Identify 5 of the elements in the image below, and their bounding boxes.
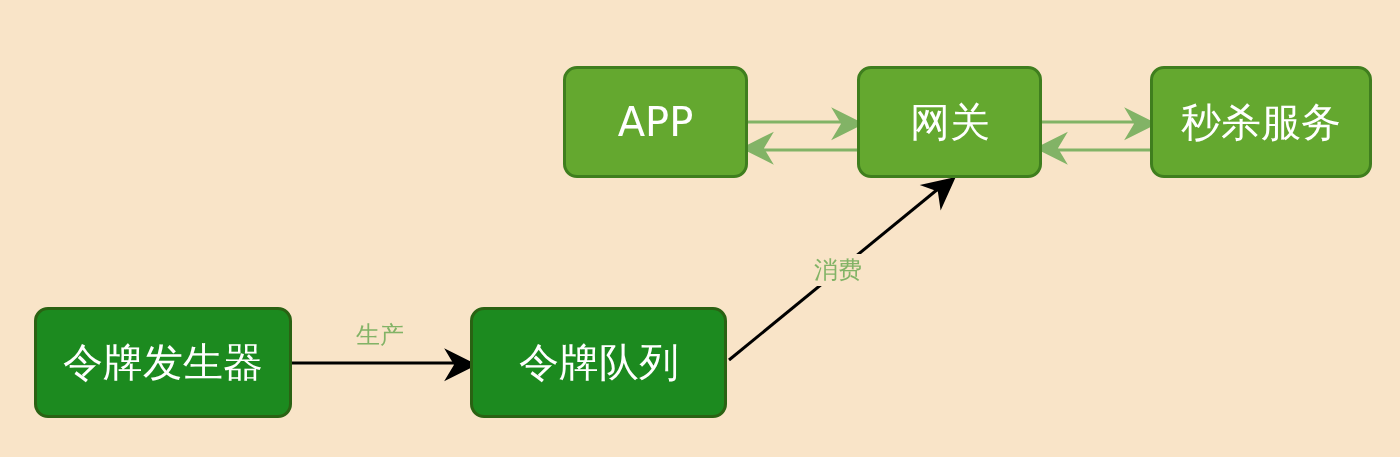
process-box: 令牌发生器 <box>34 307 292 418</box>
process-box: APP <box>563 66 748 178</box>
process-box: 令牌队列 <box>470 307 727 418</box>
process-box: 秒杀服务 <box>1150 66 1372 178</box>
process-box: 网关 <box>857 66 1042 178</box>
